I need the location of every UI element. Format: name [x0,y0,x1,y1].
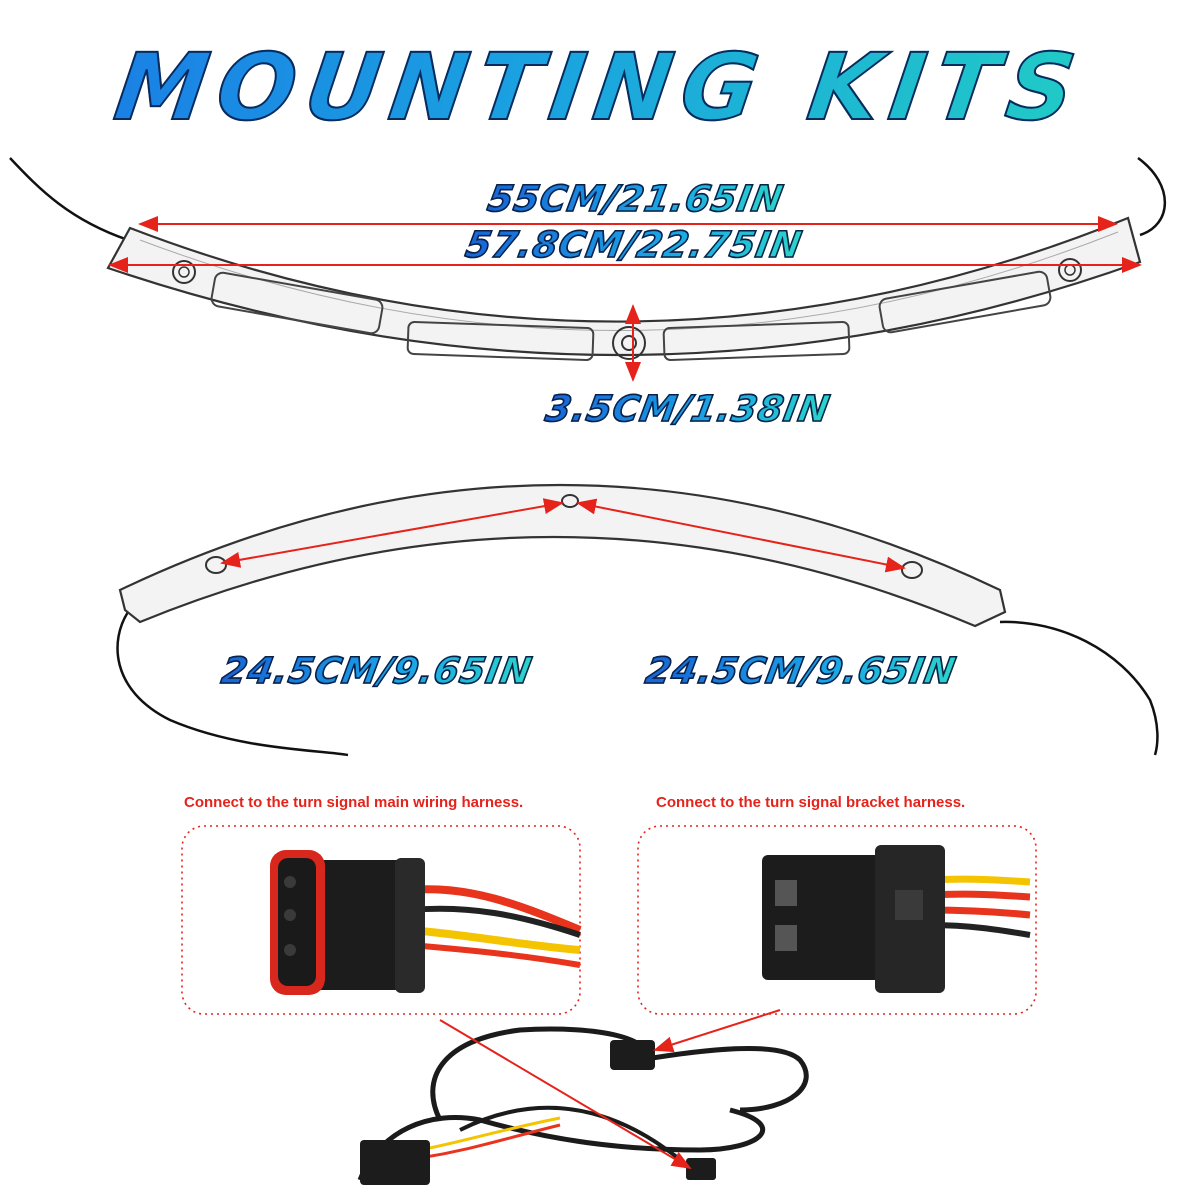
pointer-bracket-harness [653,1009,781,1053]
slot-4 [878,270,1052,334]
lower-bracket [116,484,1159,757]
arrow-right-span [576,498,906,573]
left-span-label: 24.5CM/9.65IN [218,650,536,693]
top-bracket-wire-right [1137,156,1166,237]
outer-length-label: 57.8CM/22.75IN [462,224,806,267]
height-label: 3.5CM/1.38IN [542,388,834,431]
right-connector-caption: Connect to the turn signal bracket harne… [656,794,966,811]
left-connector-box [181,825,581,1015]
bracket-harness-connector [762,845,1031,993]
pointer-main-harness [439,1019,692,1170]
slot-3 [662,320,851,361]
arrow-left-span [220,498,564,568]
slot-1 [210,271,384,335]
right-span-label: 24.5CM/9.65IN [642,650,960,693]
lower-bracket-body [118,484,1007,628]
wiring-harness [357,1009,809,1185]
lower-bracket-wire-right [999,620,1159,756]
right-connector-box [637,825,1037,1015]
left-connector-caption: Connect to the turn signal main wiring h… [184,794,524,811]
lower-bracket-wire-left [116,611,349,757]
inner-length-label: 55CM/21.65IN [484,178,788,221]
main-harness-connector [270,850,582,995]
slot-2 [406,321,595,362]
top-bracket [9,156,1166,382]
top-bracket-wire-left [9,157,129,242]
